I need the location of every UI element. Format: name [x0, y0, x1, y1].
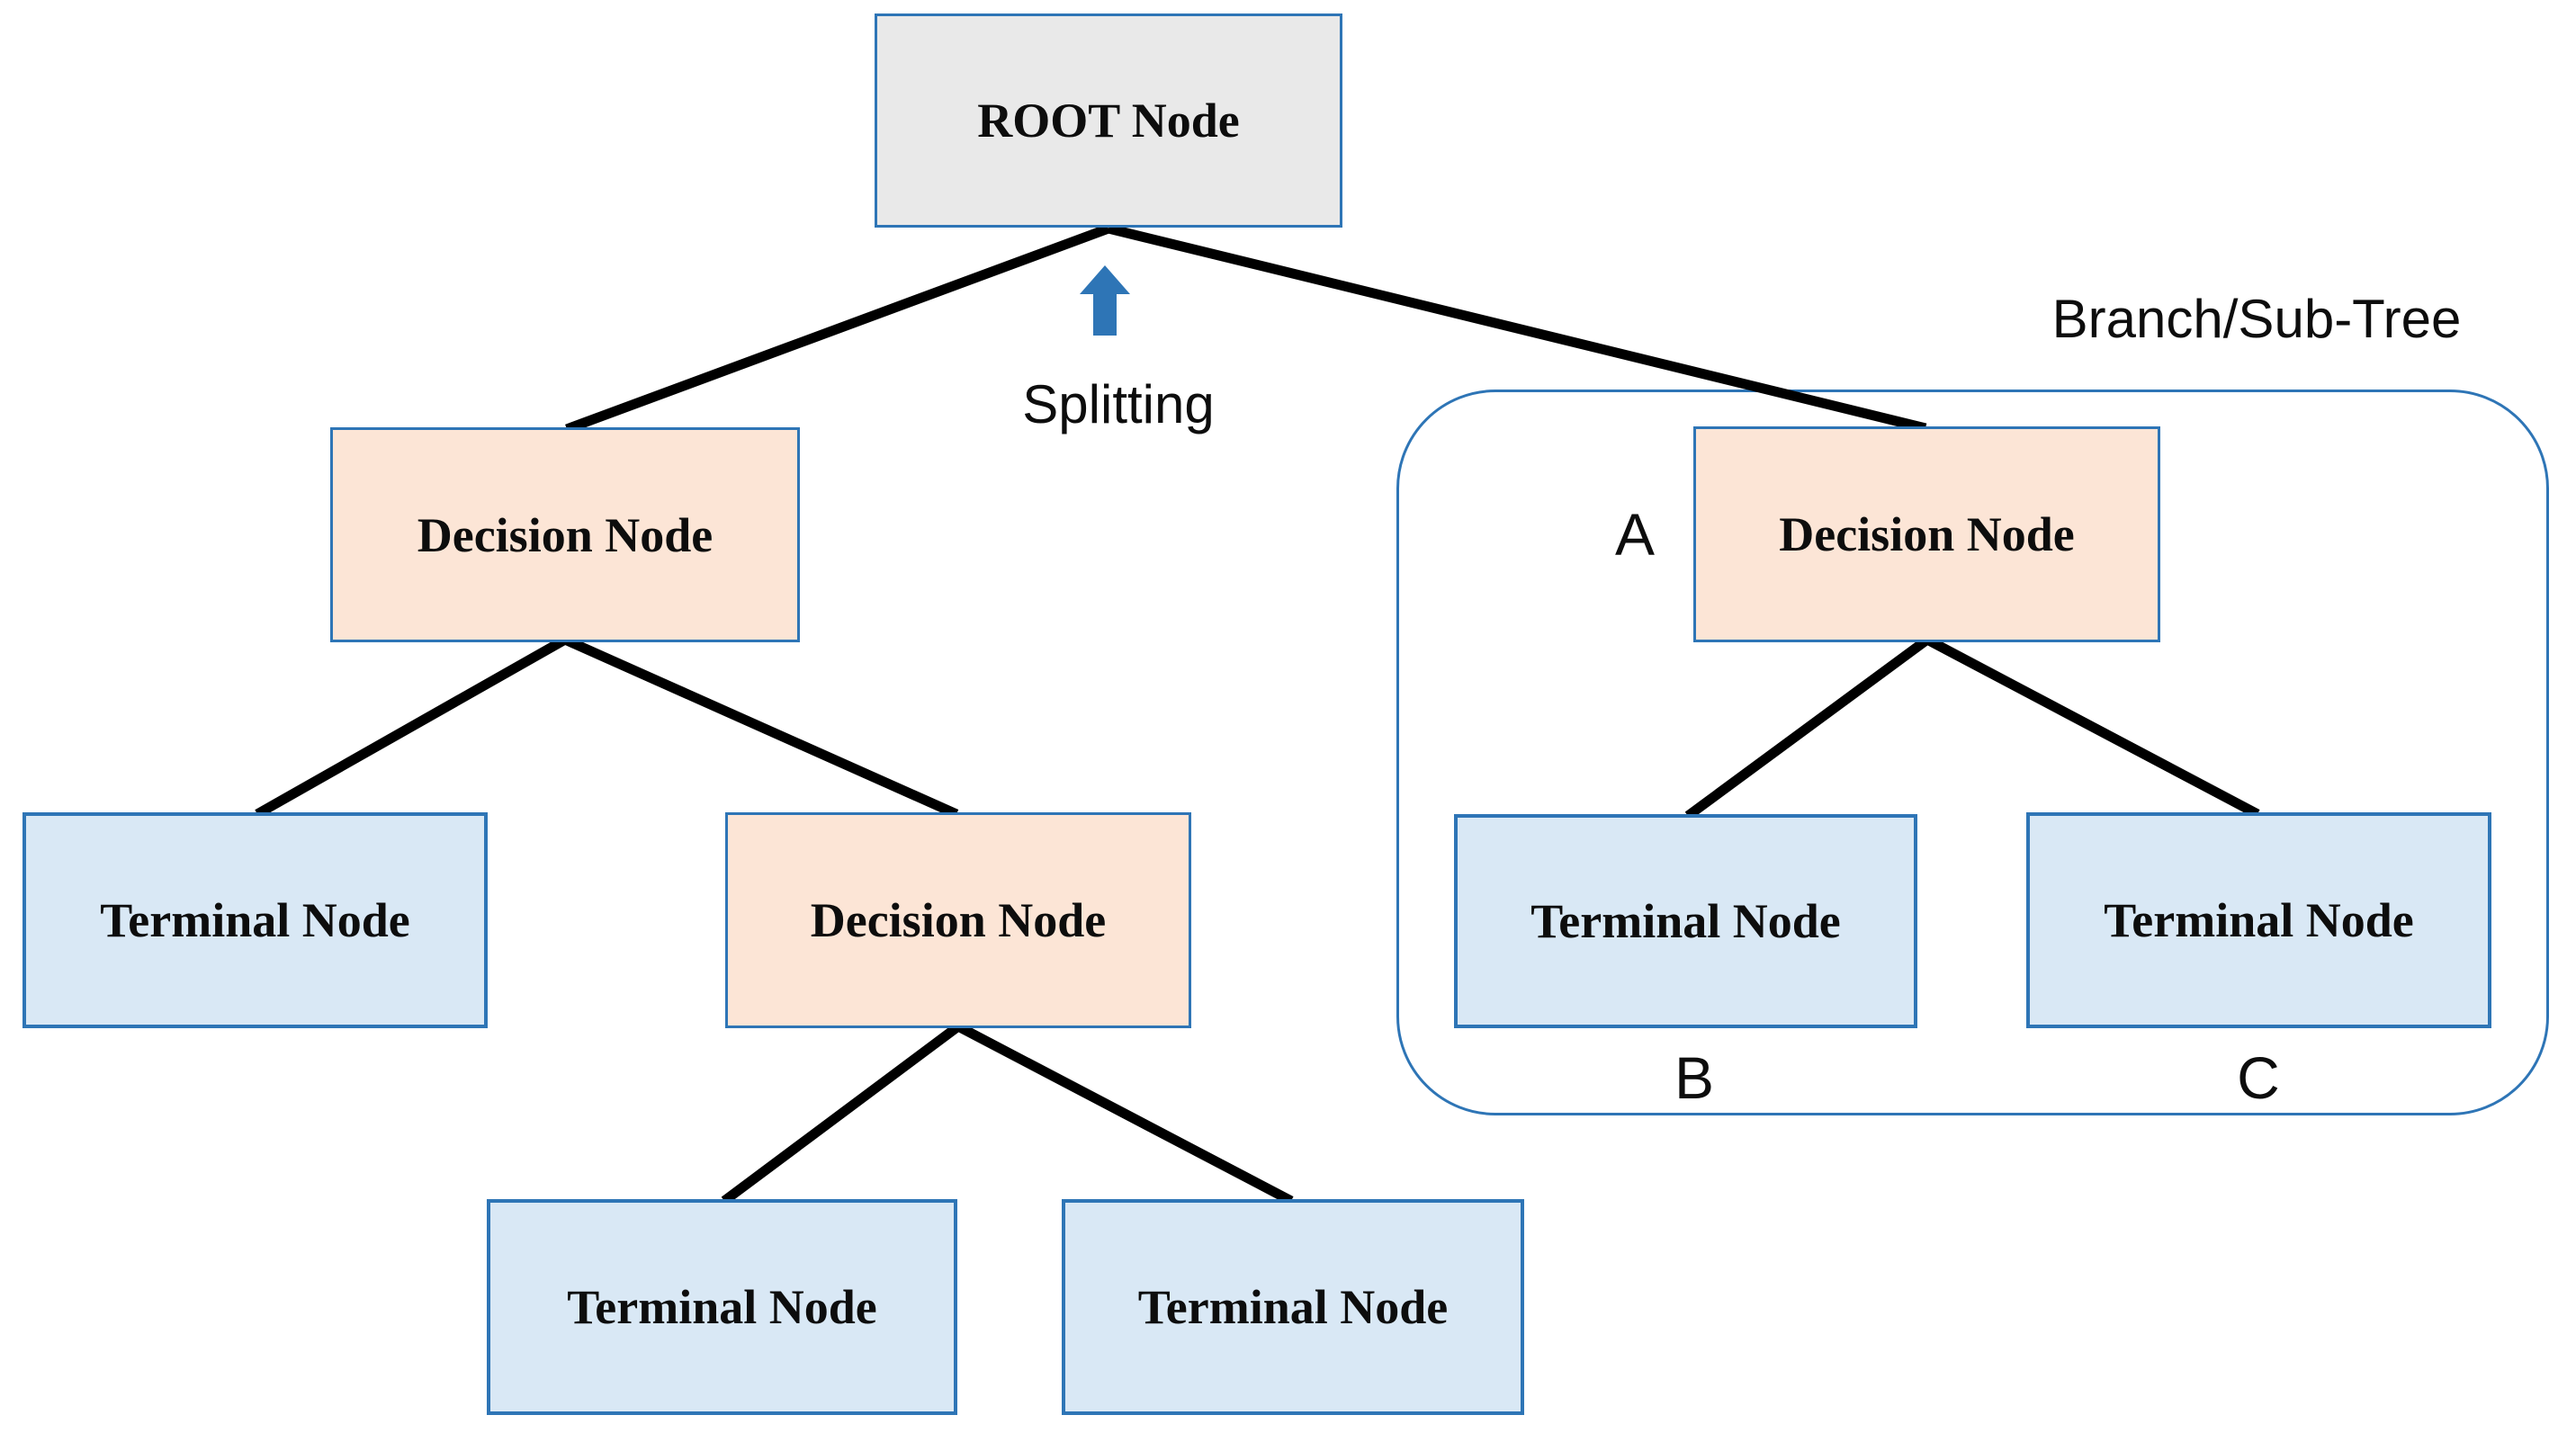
- splitting-arrow-icon: [1080, 265, 1130, 336]
- branch-subtree-label: Branch/Sub-Tree: [2051, 289, 2462, 349]
- terminal-node-b: Terminal Node: [1454, 814, 1917, 1028]
- connector-decision-mid-to-terminal-bottom-right: [956, 1022, 1294, 1205]
- splitting-label: Splitting: [1022, 374, 1215, 434]
- connector-decision-left-to-decision-mid: [562, 634, 959, 820]
- branch-subtree-outline: [1396, 390, 2549, 1115]
- arrow-shaft: [1093, 294, 1117, 336]
- terminal-node-c: Terminal Node: [2026, 812, 2491, 1028]
- connector-decision-left-to-terminal-left: [255, 635, 568, 819]
- marker-b-label: B: [1674, 1044, 1715, 1111]
- decision-node-subtree: Decision Node: [1693, 426, 2160, 642]
- decision-node-mid: Decision Node: [725, 812, 1191, 1028]
- marker-c-label: C: [2237, 1044, 2280, 1111]
- terminal-node-left: Terminal Node: [22, 812, 488, 1028]
- terminal-node-bottom-right: Terminal Node: [1062, 1199, 1524, 1415]
- marker-a-label: A: [1614, 501, 1656, 568]
- arrow-head: [1080, 265, 1130, 294]
- connector-decision-mid-to-terminal-bottom-left: [721, 1022, 962, 1205]
- decision-node-left: Decision Node: [330, 427, 800, 642]
- root-node: ROOT Node: [875, 13, 1342, 228]
- terminal-node-bottom-left: Terminal Node: [487, 1199, 957, 1415]
